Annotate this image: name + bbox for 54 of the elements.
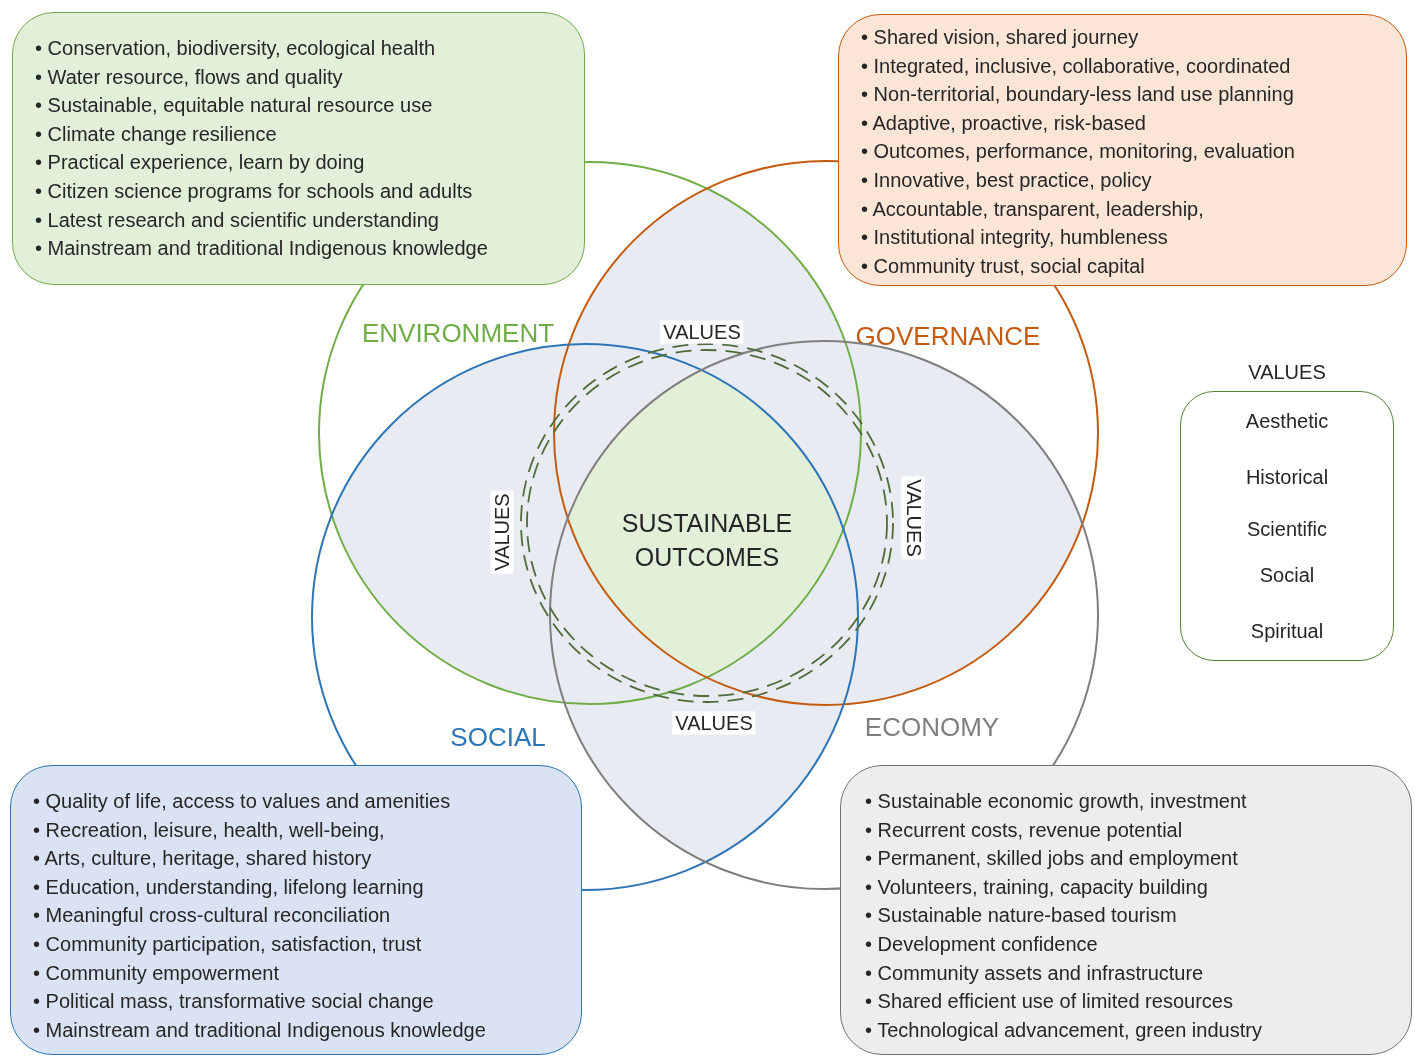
info-card [10, 765, 582, 1055]
bullet-item: • Non-territorial, boundary-less land use planning [861, 82, 1295, 108]
bullet-item: • Community assets and infrastructure [865, 960, 1205, 986]
ring-label: VALUES [490, 490, 514, 574]
bullet-item: • Sustainable economic growth, investment [865, 789, 1248, 814]
bullet-item: • Integrated, inclusive, collaborative, coordinated [861, 53, 1292, 79]
bullet-item: • Education, understanding, lifelong learning [33, 874, 425, 900]
bullet-item: • Recurrent costs, revenue potential [865, 817, 1184, 843]
bullet-item: • Development confidence [865, 931, 1099, 957]
value-item: Scientific [1247, 517, 1327, 541]
bullet-item: • Sustainable nature-based tourism [865, 903, 1178, 929]
info-card [12, 12, 585, 285]
bullet-item: • Accountable, transparent, leadership, [861, 196, 1205, 222]
bullet-item: • Sustainable, equitable natural resource use [35, 93, 434, 119]
info-card [840, 765, 1412, 1055]
ring-label: VALUES [660, 320, 744, 344]
ring-label: VALUES [672, 711, 756, 735]
values-heading: VALUES [1248, 360, 1326, 384]
info-card [838, 14, 1407, 286]
ring-label: VALUES [901, 476, 925, 560]
value-item: Social [1259, 563, 1315, 587]
bullet-item: • Adaptive, proactive, risk-based [861, 110, 1147, 136]
bullet-item: • Shared efficient use of limited resources [865, 989, 1234, 1015]
bullet-item: • Quality of life, access to values and amenities [33, 789, 452, 814]
bullet-item: • Conservation, biodiversity, ecological health [35, 36, 437, 61]
value-item: Aesthetic [1245, 409, 1329, 433]
bullet-item: • Institutional integrity, humbleness [861, 225, 1169, 251]
circle-label: ENVIRONMENT [361, 317, 555, 349]
bullet-item: • Practical experience, learn by doing [35, 150, 366, 176]
circle-label: SOCIAL [450, 721, 546, 753]
bullet-item: • Permanent, skilled jobs and employment [865, 846, 1239, 872]
bullet-item: • Innovative, best practice, policy [861, 167, 1153, 193]
circle-label: GOVERNANCE [855, 320, 1041, 352]
bullet-item: • Technological advancement, green industry [865, 1017, 1263, 1043]
bullet-item: • Climate change resilience [35, 121, 278, 147]
bullet-item: • Community empowerment [33, 960, 280, 986]
center-label: SUSTAINABLE OUTCOMES [620, 508, 794, 573]
circle-label: ECONOMY [864, 711, 1000, 743]
bullet-item: • Volunteers, training, capacity building [865, 874, 1209, 900]
bullet-item: • Recreation, leisure, health, well-being, [33, 817, 386, 843]
bullet-item: • Mainstream and traditional Indigenous knowledge [35, 236, 489, 262]
bullet-item: • Water resource, flows and quality [35, 64, 344, 90]
bullet-item: • Shared vision, shared journey [861, 25, 1140, 50]
bullet-item: • Community participation, satisfaction, trust [33, 931, 423, 957]
bullet-item: • Outcomes, performance, monitoring, evaluation [861, 139, 1296, 165]
value-item: Historical [1245, 465, 1329, 489]
bullet-item: • Latest research and scientific understanding [35, 207, 440, 233]
bullet-item: • Mainstream and traditional Indigenous knowledge [33, 1017, 487, 1043]
bullet-item: • Community trust, social capital [861, 253, 1146, 279]
bullet-item: • Meaningful cross-cultural reconciliation [33, 903, 392, 929]
bullet-item: • Political mass, transformative social change [33, 989, 435, 1015]
bullet-item: • Arts, culture, heritage, shared history [33, 846, 373, 872]
bullet-item: • Citizen science programs for schools and adults [35, 178, 474, 204]
value-item: Spiritual [1250, 619, 1324, 643]
